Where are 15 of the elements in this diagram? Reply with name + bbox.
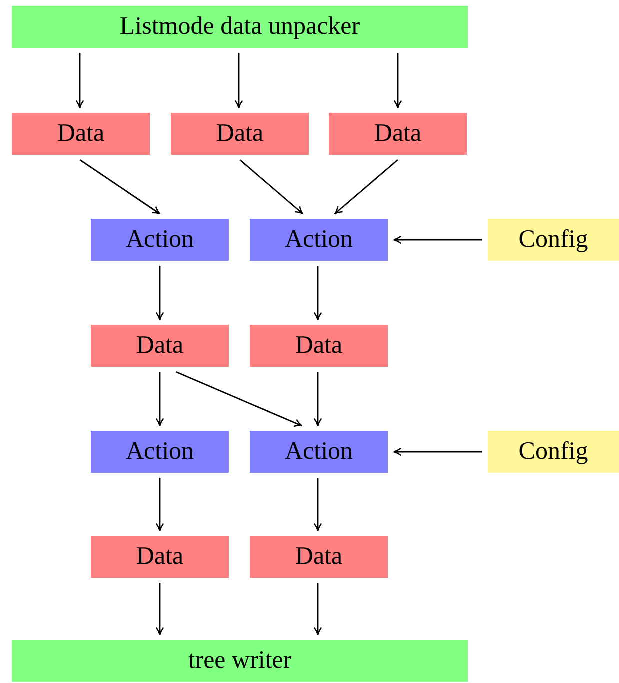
data-box: Data bbox=[12, 113, 150, 155]
action-box: Action bbox=[250, 431, 388, 473]
process-box: Listmode data unpacker bbox=[12, 6, 468, 48]
data-box: Data bbox=[250, 325, 388, 367]
action-box: Action bbox=[91, 431, 229, 473]
data-box: Data bbox=[91, 536, 229, 578]
data-box: Data bbox=[91, 325, 229, 367]
data-box: Data bbox=[171, 113, 309, 155]
process-box: tree writer bbox=[12, 640, 468, 682]
action-box: Action bbox=[91, 219, 229, 261]
action-box: Action bbox=[250, 219, 388, 261]
config-box: Config bbox=[488, 431, 619, 473]
data-box: Data bbox=[250, 536, 388, 578]
config-box: Config bbox=[488, 219, 619, 261]
data-box: Data bbox=[329, 113, 467, 155]
